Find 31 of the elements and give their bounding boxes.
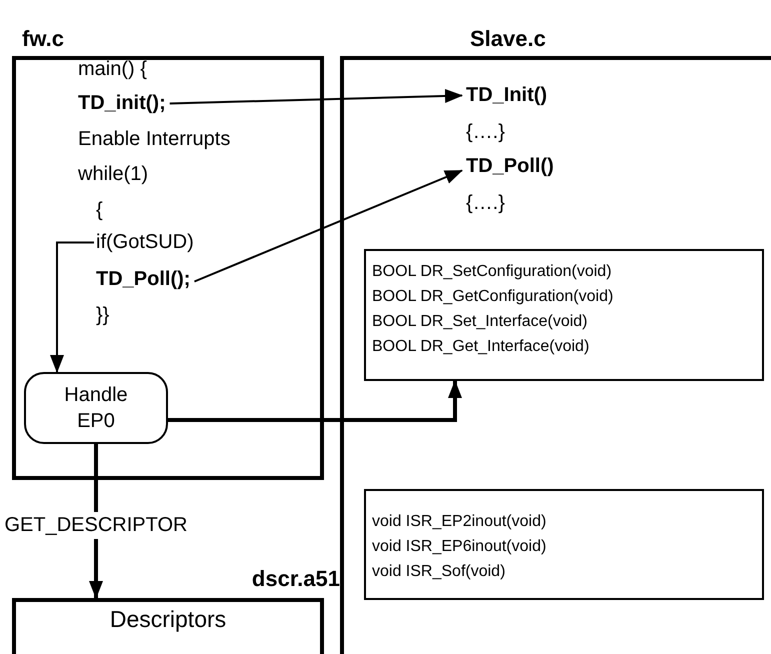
panel-title: Slave.c [470, 26, 546, 52]
code-line: if(GotSUD) [96, 231, 194, 254]
code-line: main() { [78, 58, 147, 81]
arrow [168, 380, 462, 422]
box-label: Descriptors [108, 606, 228, 632]
function-list-box [364, 249, 764, 381]
code-line: }} [96, 304, 110, 327]
function-signature: BOOL DR_GetConfiguration(void) [372, 287, 614, 307]
code-line: TD_Init() [466, 84, 548, 107]
function-signature: void ISR_Sof(void) [372, 562, 506, 582]
code-line: Enable Interrupts [78, 128, 230, 151]
code-line: {….} [466, 192, 505, 215]
function-signature: BOOL DR_SetConfiguration(void) [372, 262, 612, 282]
function-signature: BOOL DR_Set_Interface(void) [372, 312, 588, 332]
edge-label: GET_DESCRIPTOR [2, 512, 190, 538]
arrow [194, 170, 463, 282]
code-line: TD_init(); [78, 92, 166, 115]
code-line: while(1) [78, 163, 148, 186]
code-line: TD_Poll() [466, 155, 554, 178]
function-signature: BOOL DR_Get_Interface(void) [372, 337, 590, 357]
function-signature: void ISR_EP6inout(void) [372, 537, 546, 557]
code-line: {….} [466, 121, 505, 144]
function-signature: void ISR_EP2inout(void) [372, 512, 546, 532]
arrow [50, 242, 94, 373]
panel-title: fw.c [22, 26, 64, 52]
code-line: { [96, 199, 103, 222]
panel-title: dscr.a51 [252, 566, 340, 592]
arrow [170, 88, 463, 104]
function-list-box [364, 489, 764, 600]
code-line: TD_Poll(); [96, 268, 190, 291]
process-box: Handle EP0 [24, 372, 168, 444]
